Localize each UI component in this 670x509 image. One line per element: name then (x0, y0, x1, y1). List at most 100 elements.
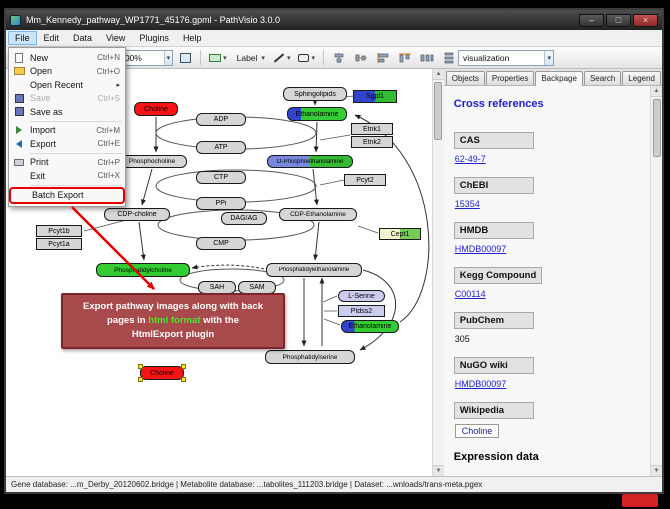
scroll-up-icon[interactable]: ▲ (433, 69, 444, 80)
xref-value-wikipedia[interactable]: Choline (454, 424, 500, 438)
crossref-title: Cross references (453, 98, 544, 110)
pathway-node-ctp[interactable]: CTP (196, 171, 246, 184)
panel-vertical-scrollbar[interactable]: ▲ ▼ (650, 86, 662, 476)
xref-value-cas[interactable]: 62-49-7 (454, 154, 486, 164)
scroll-up-icon[interactable]: ▲ (651, 86, 662, 97)
menu-view[interactable]: View (106, 33, 126, 43)
pathway-node-l-serine[interactable]: L-Serine (338, 290, 385, 302)
datanode-tool-button[interactable]: ▾ (206, 49, 230, 67)
tab-objects[interactable]: Objects (445, 71, 485, 85)
toolbar: Zoom: 100% ▾ ▾ Label▾ ▾ ▾ visualization … (6, 47, 662, 69)
pathway-node-etnk1[interactable]: Etnk1 (351, 123, 393, 135)
pathway-node-pcyt1a[interactable]: Pcyt1a (36, 238, 82, 250)
menu-edit[interactable]: Edit (43, 33, 60, 43)
selection-handle[interactable] (138, 377, 143, 382)
menu-help[interactable]: Help (182, 33, 202, 43)
pathway-node-cdp-ethanolamine[interactable]: CDP-Ethanolamine (279, 208, 357, 221)
pathway-node-cept1[interactable]: Cept1 (379, 228, 421, 240)
align-center-vertical-button[interactable] (351, 49, 371, 67)
align-center-horizontal-button[interactable] (329, 49, 349, 67)
tab-search[interactable]: Search (583, 71, 622, 85)
pathway-node-o-phosphoethanolamine[interactable]: O-Phosphoethanolamine (267, 155, 353, 168)
xref-value-hmdb[interactable]: HMDB00097 (454, 244, 507, 254)
tab-properties[interactable]: Properties (485, 71, 535, 85)
titlebar[interactable]: Mm_Kennedy_pathway_WP1771_45176.gpml - P… (6, 10, 662, 30)
selection-handle[interactable] (181, 377, 186, 382)
canvas-vertical-scrollbar[interactable]: ▲ ▼ (432, 69, 444, 476)
zoom-fit-button[interactable] (175, 49, 195, 67)
shape-tool-button[interactable]: ▾ (295, 49, 318, 67)
pathway-node-ethanolamine[interactable]: Ethanolamine (287, 107, 347, 121)
minimize-button[interactable]: – (579, 13, 604, 27)
pathway-node-dag-ag[interactable]: DAG/AG (221, 212, 267, 225)
pathway-node-ppi[interactable]: PPi (196, 197, 246, 210)
selection-handle[interactable] (138, 364, 143, 369)
distribute-vertical-button[interactable] (439, 49, 459, 67)
tab-legend[interactable]: Legend (622, 71, 661, 85)
menu-file[interactable]: File (8, 31, 37, 45)
zoom-combobox[interactable]: 100% ▾ (115, 49, 174, 66)
pathway-node-phosphatidylserine[interactable]: Phosphatidylserine (265, 350, 355, 364)
pathway-node-cdp-choline[interactable]: CDP-choline (104, 208, 170, 221)
disk-icon (14, 107, 24, 117)
pathway-node-cmp[interactable]: CMP (196, 237, 246, 250)
maximize-button[interactable]: □ (606, 13, 631, 27)
node-label: Etnk1 (363, 125, 381, 133)
panel-scroll-thumb[interactable] (652, 99, 661, 157)
menu-item-icon-cell (11, 138, 27, 150)
pathway-node-sgpl1[interactable]: Sgpl1 (353, 90, 397, 103)
menu-data[interactable]: Data (73, 33, 93, 43)
xref-value-kegg-compound[interactable]: C00114 (454, 289, 486, 299)
pathway-node-phosphocholine[interactable]: Phosphocholine (117, 155, 187, 168)
node-label: Phosphatidylethanolamine (278, 267, 350, 273)
shape-tool-icon (298, 53, 310, 62)
pathway-node-ptdss2[interactable]: Ptdss2 (338, 305, 385, 317)
pathway-node-ethanolamine[interactable]: Ethanolamine (341, 320, 399, 333)
pathway-node-pcyt2[interactable]: Pcyt2 (344, 174, 386, 186)
pathway-node-adp[interactable]: ADP (196, 113, 246, 126)
window-title: Mm_Kennedy_pathway_WP1771_45176.gpml - P… (26, 15, 280, 25)
pathway-node-phosphatidylcholine[interactable]: Phosphatidylcholine (96, 263, 190, 277)
pathway-node-pcyt1b[interactable]: Pcyt1b (36, 225, 82, 237)
canvas-scroll-thumb[interactable] (434, 82, 443, 140)
line-tool-button[interactable]: ▾ (270, 49, 294, 67)
xref-value-nugo-wiki[interactable]: HMDB00097 (454, 379, 507, 389)
menu-item-save-as[interactable]: Save as (9, 105, 125, 119)
align-left-button[interactable] (373, 49, 393, 67)
pathway-node-choline[interactable]: Choline (138, 364, 186, 382)
close-button[interactable]: × (633, 13, 658, 27)
pathway-node-sphingolipids[interactable]: Sphingolipids (283, 87, 347, 101)
scroll-down-icon[interactable]: ▼ (651, 465, 662, 476)
menu-item-batch-export[interactable]: Batch Export (11, 189, 123, 203)
menu-plugins[interactable]: Plugins (139, 33, 169, 43)
pathway-node-etnk2[interactable]: Etnk2 (351, 136, 393, 148)
xref-value-pubchem: 305 (454, 334, 470, 344)
pathway-node-choline[interactable]: Choline (134, 102, 178, 116)
menu-item-open-recent[interactable]: Open Recent▸ (9, 78, 125, 92)
distribute-horizontal-button[interactable] (417, 49, 437, 67)
pathway-node-phosphatidylethanolamine[interactable]: Phosphatidylethanolamine (266, 263, 362, 277)
menu-item-label: Batch Export (32, 190, 84, 201)
chevron-down-icon: ▾ (311, 54, 315, 62)
xref-header-nugo-wiki: NuGO wiki (453, 357, 534, 374)
selection-handle[interactable] (181, 364, 186, 369)
import-icon (16, 126, 22, 135)
align-top-button[interactable] (395, 49, 415, 67)
visualization-combobox[interactable]: visualization ▾ (458, 49, 554, 66)
xref-value-chebi[interactable]: 15354 (454, 199, 480, 209)
scroll-down-icon[interactable]: ▼ (433, 465, 444, 476)
tab-backpage[interactable]: Backpage (535, 71, 583, 86)
label-tool-button[interactable]: Label▾ (232, 49, 268, 67)
pathway-node-atp[interactable]: ATP (196, 141, 246, 154)
node-label: DAG/AG (230, 215, 258, 222)
